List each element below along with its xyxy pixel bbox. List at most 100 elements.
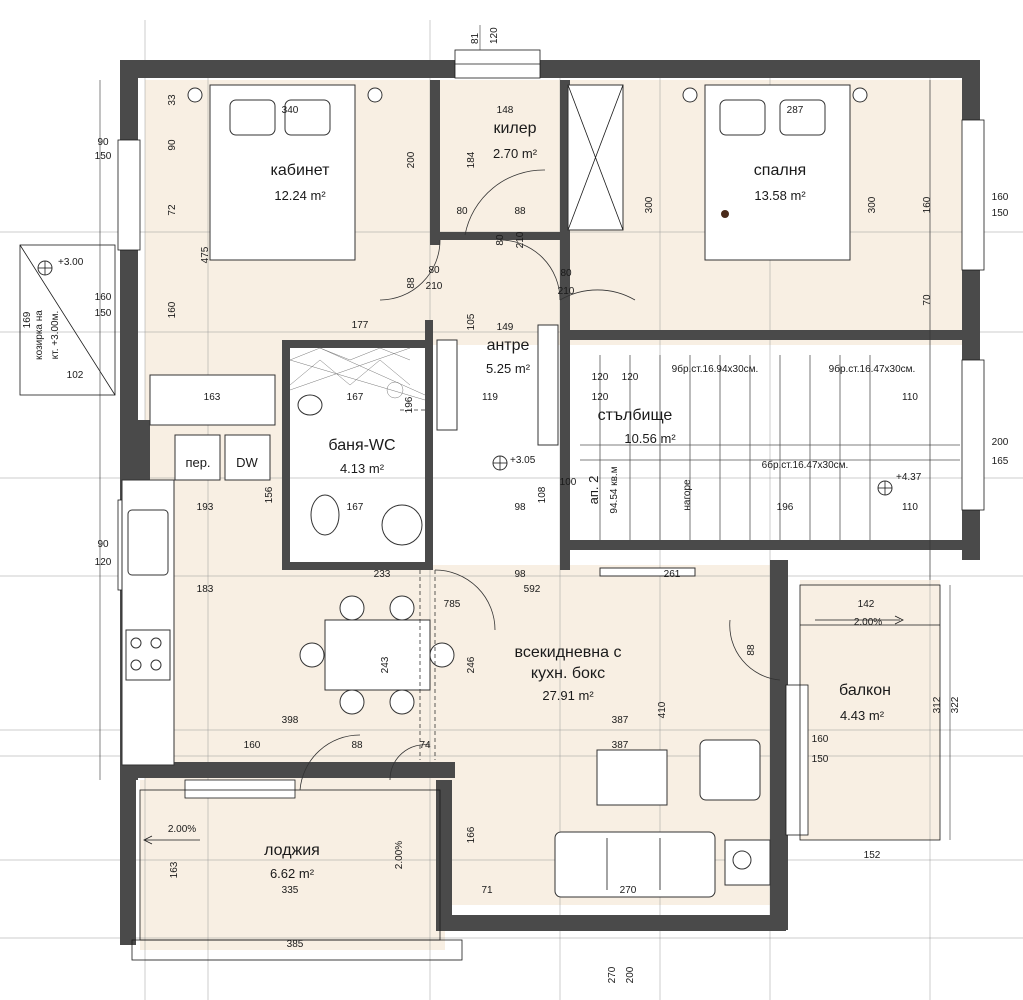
dim-text: 387 bbox=[612, 715, 629, 726]
dim-text: 150 bbox=[812, 754, 829, 765]
dim-text: 233 bbox=[374, 569, 391, 580]
label-kozirka2: кт. +3.00м. bbox=[50, 311, 61, 359]
dim-text: 160 bbox=[812, 734, 829, 745]
room-antre-area: 5.25 m² bbox=[486, 361, 531, 376]
dashed-partition bbox=[400, 409, 436, 760]
dim-text: 74 bbox=[419, 740, 431, 751]
dim-text: 335 bbox=[282, 885, 299, 896]
dim-text: 90 bbox=[97, 539, 109, 550]
dim-text: 312 bbox=[932, 696, 943, 713]
dim-text: 592 bbox=[524, 584, 541, 595]
room-kabinet-area: 12.24 m² bbox=[274, 188, 326, 203]
label-stairs-top1: 9бр.ст.16.94х30см. bbox=[672, 363, 759, 375]
living-furniture bbox=[554, 567, 771, 898]
dim-text: 110 bbox=[902, 502, 918, 513]
dim-text: 90 bbox=[97, 137, 109, 148]
label-stairs-bottom: 6бр.ст.16.47х30см. bbox=[762, 459, 849, 471]
dim-text: 210 bbox=[515, 231, 526, 248]
dim-text: 287 bbox=[787, 105, 804, 116]
dim-text: 102 bbox=[67, 370, 84, 381]
room-stalbishte-name: стълбище bbox=[598, 407, 673, 424]
dim-text: 120 bbox=[95, 557, 112, 568]
dining-table bbox=[299, 595, 455, 715]
dim-text: 160 bbox=[95, 292, 112, 303]
room-balkon-area: 4.43 m² bbox=[840, 708, 885, 723]
dim-text: 105 bbox=[466, 313, 477, 330]
dim-text: 148 bbox=[497, 105, 514, 116]
room-antre-name: антре bbox=[487, 337, 530, 354]
room-kabinet-name: кабинет bbox=[271, 162, 331, 179]
dim-text: 387 bbox=[612, 740, 629, 751]
dim-text: 72 bbox=[167, 204, 178, 216]
dim-text: 385 bbox=[287, 939, 304, 950]
room-banya-area: 4.13 m² bbox=[340, 461, 385, 476]
dim-text: 200 bbox=[625, 966, 636, 983]
dim-text: 100 bbox=[560, 477, 577, 488]
stairs bbox=[580, 355, 960, 540]
dim-text: 165 bbox=[992, 456, 1009, 467]
dim-text: 163 bbox=[204, 392, 221, 403]
dim-text: 108 bbox=[537, 486, 548, 503]
bed-kabinet bbox=[187, 84, 383, 261]
room-lodzhia-area: 6.62 m² bbox=[270, 866, 315, 881]
dimension-lines bbox=[99, 25, 951, 961]
dim-text: 169 bbox=[22, 311, 33, 328]
room-spalnya-area: 13.58 m² bbox=[754, 188, 806, 203]
dim-text: 167 bbox=[347, 502, 364, 513]
canopy bbox=[19, 244, 116, 396]
dim-text: 98 bbox=[514, 502, 526, 513]
dim-text: 210 bbox=[426, 281, 443, 292]
dim-text: 243 bbox=[380, 656, 391, 673]
dim-text: 166 bbox=[466, 826, 477, 843]
dim-text: 177 bbox=[352, 320, 369, 331]
walls bbox=[120, 60, 980, 945]
dim-text: 398 bbox=[282, 715, 299, 726]
dim-text: 80 bbox=[428, 265, 440, 276]
level-markers bbox=[37, 260, 893, 496]
dim-text: 120 bbox=[622, 372, 639, 383]
dim-text: 70 bbox=[922, 294, 933, 306]
label-slope-balkon: 2.00% bbox=[854, 617, 882, 628]
dim-text: 98 bbox=[514, 569, 526, 580]
dim-text: 300 bbox=[867, 196, 878, 213]
label-slope-lodzhia: 2.00% bbox=[168, 824, 196, 835]
room-lodzhia-name: лоджия bbox=[264, 842, 320, 859]
level-c: +4.37 bbox=[896, 472, 922, 483]
bathroom-tiles bbox=[289, 347, 426, 401]
dim-text: 156 bbox=[264, 486, 275, 503]
label-ap-area: 94.54 кв.м bbox=[609, 466, 620, 513]
level-b: +3.05 bbox=[510, 455, 536, 466]
dim-text: 120 bbox=[592, 372, 609, 383]
dim-text: 80 bbox=[560, 268, 572, 279]
dim-text: 163 bbox=[169, 861, 180, 878]
dim-text: 119 bbox=[482, 392, 498, 403]
dim-text: 149 bbox=[497, 322, 514, 333]
label-ap: ап. 2 bbox=[586, 476, 601, 505]
dim-text: 410 bbox=[657, 701, 668, 718]
label-nagore: нагоре bbox=[682, 479, 693, 511]
dimension-labels: 81 120 340 148 287 33 90 72 475 160 90 1… bbox=[22, 27, 1009, 983]
dim-text: 150 bbox=[95, 308, 112, 319]
dim-text: 160 bbox=[167, 301, 178, 318]
label-stairs-top2: 9бр.ст.16.47х30см. bbox=[829, 363, 916, 375]
dim-text: 184 bbox=[466, 151, 477, 168]
dim-text: 142 bbox=[858, 599, 875, 610]
dim-text: 152 bbox=[864, 850, 881, 861]
dim-text: 90 bbox=[167, 139, 178, 151]
dim-text: 210 bbox=[558, 286, 575, 297]
dim-text: 322 bbox=[950, 696, 961, 713]
label-per: пер. bbox=[185, 455, 210, 470]
dim-text: 196 bbox=[777, 502, 794, 513]
dim-text: 300 bbox=[644, 196, 655, 213]
room-hol-area: 27.91 m² bbox=[542, 688, 594, 703]
room-hol-name1: всекидневна с bbox=[515, 644, 622, 661]
bathroom-fixtures bbox=[297, 324, 559, 546]
dim-text: 160 bbox=[992, 192, 1009, 203]
dim-text: 270 bbox=[620, 885, 637, 896]
bed-spalnya bbox=[682, 84, 868, 261]
dim-text: 183 bbox=[197, 584, 214, 595]
dim-text: 33 bbox=[167, 94, 178, 106]
dim-text: 80 bbox=[495, 234, 506, 246]
dim-text: 261 bbox=[664, 569, 681, 580]
dim-text: 340 bbox=[282, 105, 299, 116]
